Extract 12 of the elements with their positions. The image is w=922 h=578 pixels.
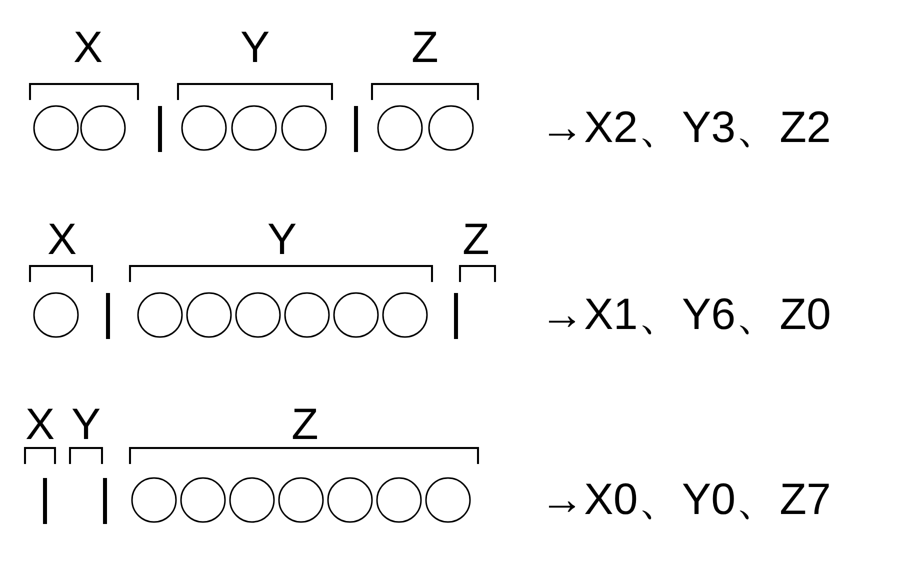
- variable-label: X: [25, 401, 55, 449]
- variable-label: Z: [462, 216, 490, 264]
- variable-label: X: [73, 24, 103, 72]
- variable-label: Y: [240, 24, 270, 72]
- result-text: →X2、Y3、Z2: [540, 104, 831, 152]
- variable-label: Z: [412, 24, 438, 72]
- result-text: →X1、Y6、Z0: [540, 291, 831, 339]
- variable-label: Y: [71, 401, 101, 449]
- variable-label: Z: [292, 401, 318, 449]
- variable-label: Y: [267, 216, 297, 264]
- variable-label: X: [47, 216, 77, 264]
- result-text: →X0、Y0、Z7: [540, 476, 831, 524]
